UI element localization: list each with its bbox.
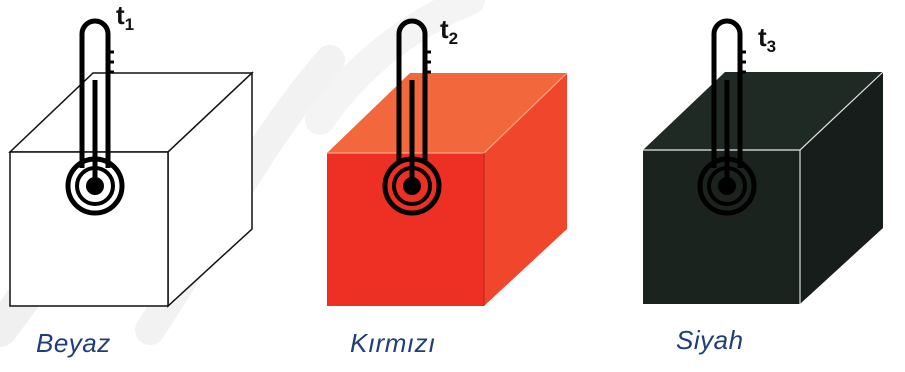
cube-side-face: [800, 72, 883, 304]
cube-top-face: [643, 72, 883, 150]
thermometer-icon: [382, 18, 442, 216]
thermometer-label-t2: t2: [440, 14, 459, 49]
thermometer-label-t1: t1: [116, 0, 135, 35]
cube-front-face: [9, 151, 169, 307]
cube-caption-white: Beyaz: [36, 328, 111, 358]
cube-front-face: [643, 150, 800, 304]
thermometer-icon: [697, 18, 757, 216]
black-cube: [643, 71, 884, 304]
watermark-stroke: [305, 0, 485, 135]
cube-caption-red: Kırmızı: [350, 328, 436, 358]
cube-front-face: [327, 153, 484, 306]
thermometer-label-t3: t3: [758, 22, 777, 57]
cube-caption-black: Siyah: [676, 325, 744, 355]
red-cube: [327, 72, 568, 306]
thermometer-icon: [65, 18, 125, 216]
white-cube: [8, 71, 254, 308]
cube-top-face: [327, 73, 567, 153]
cube-side-face: [484, 73, 567, 306]
